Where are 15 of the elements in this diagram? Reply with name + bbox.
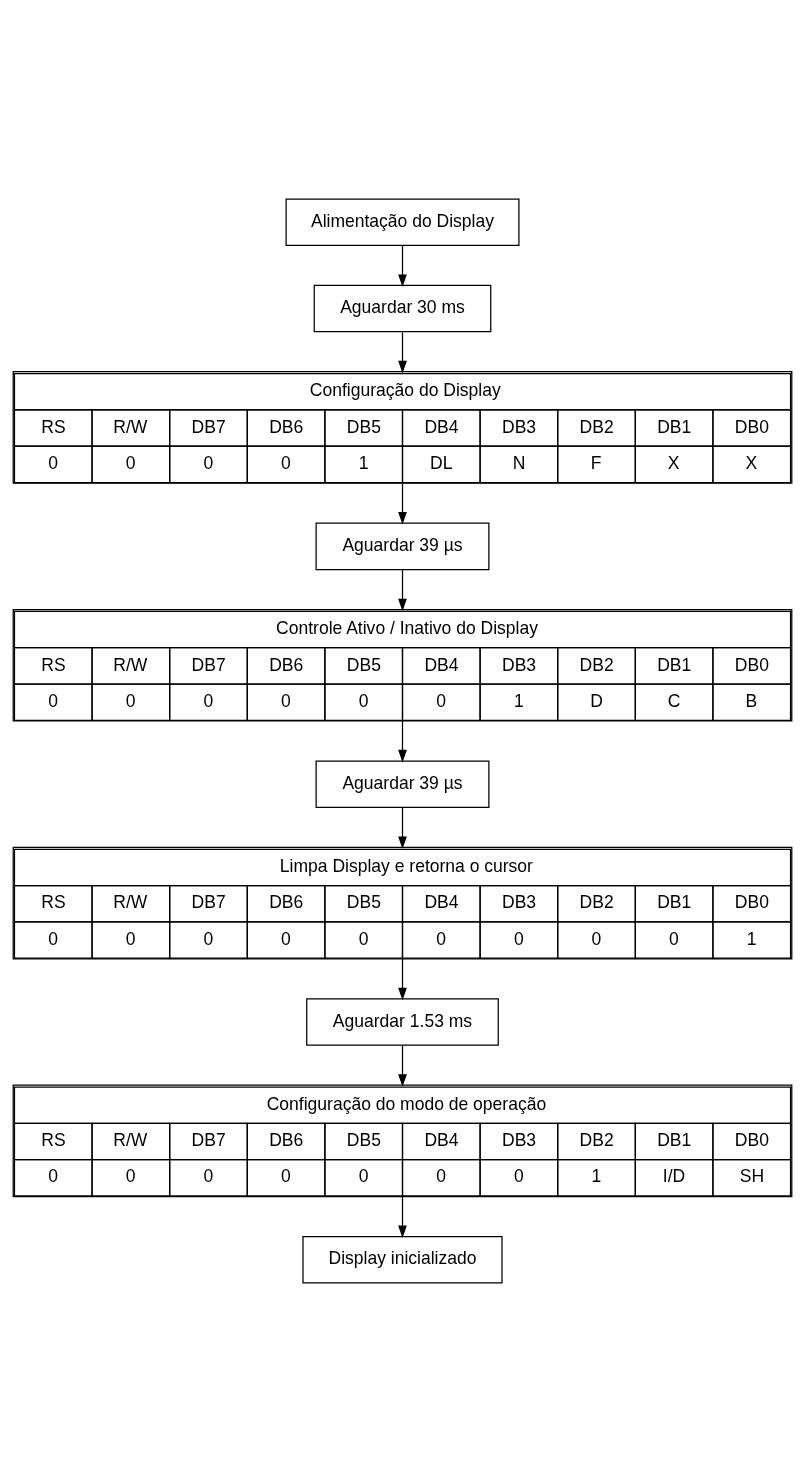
arrow (398, 1195, 407, 1238)
arrow (398, 719, 407, 762)
node-box: Aguardar 1.53 ms (306, 997, 499, 1046)
arrow (398, 331, 407, 373)
node-box: Aguardar 30 ms (313, 284, 492, 332)
arrow (398, 568, 407, 611)
arrow (398, 806, 407, 849)
arrow (398, 1044, 407, 1087)
node-box: Alimentação do Display (285, 197, 520, 246)
arrow (398, 957, 407, 1000)
arrow (398, 482, 407, 525)
arrow (398, 244, 407, 287)
node-box: Aguardar 39 µs (315, 522, 490, 570)
node-box: Aguardar 39 µs (315, 759, 490, 808)
node-box: Display inicializado (302, 1235, 503, 1284)
